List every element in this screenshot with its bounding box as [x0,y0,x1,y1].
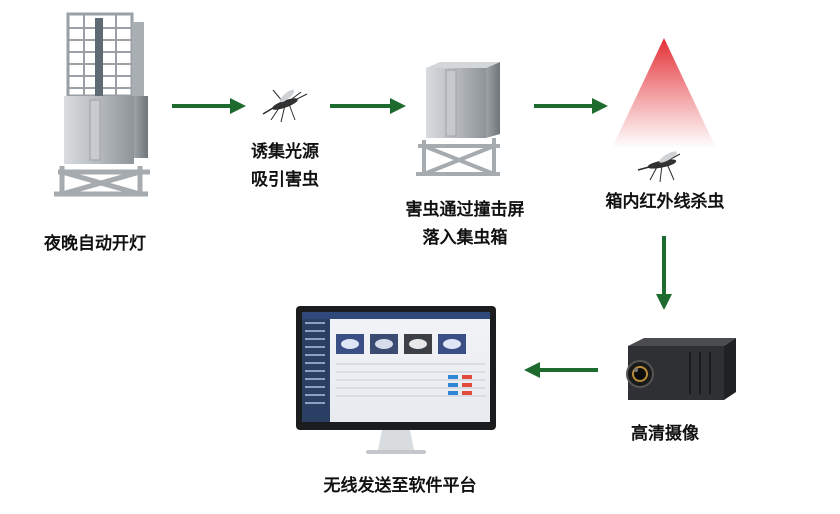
flow-arrow-1 [172,98,246,114]
step-label-camera: 高清摄像 [610,420,720,448]
step-label-collection: 害虫通过撞击屏 落入集虫箱 [380,196,550,252]
flow-arrow-5 [524,362,598,378]
flow-arrow-4 [656,236,672,310]
infrared-beam [612,38,716,148]
label-line-2: 落入集虫箱 [422,228,508,248]
flow-arrow-3 [534,98,608,114]
mosquito-icon [262,89,308,123]
label-line-1: 诱集光源 [251,142,319,162]
flow-arrow-2 [330,98,406,114]
step-label-infrared-kill: 箱内红外线杀虫 [590,188,740,216]
step-label-lure: 诱集光源 吸引害虫 [230,138,340,194]
label-line-1: 害虫通过撞击屏 [405,200,525,220]
step-label-auto-light: 夜晚自动开灯 [20,230,170,258]
pest-image-thumbnails [336,334,466,354]
trap-stand [54,166,150,197]
label-text: 夜晚自动开灯 [44,234,146,254]
step-label-platform: 无线发送至软件平台 [300,472,500,500]
collection-box [416,62,500,176]
software-monitor [296,306,496,454]
hd-camera [626,338,736,400]
label-text: 无线发送至软件平台 [323,476,477,496]
software-sidebar [302,312,330,422]
label-line-2: 吸引害虫 [251,170,319,190]
label-text: 箱内红外线杀虫 [605,192,725,212]
label-text: 高清摄像 [631,424,699,444]
trap-cage [66,12,144,98]
dead-mosquito-icon [637,151,681,183]
